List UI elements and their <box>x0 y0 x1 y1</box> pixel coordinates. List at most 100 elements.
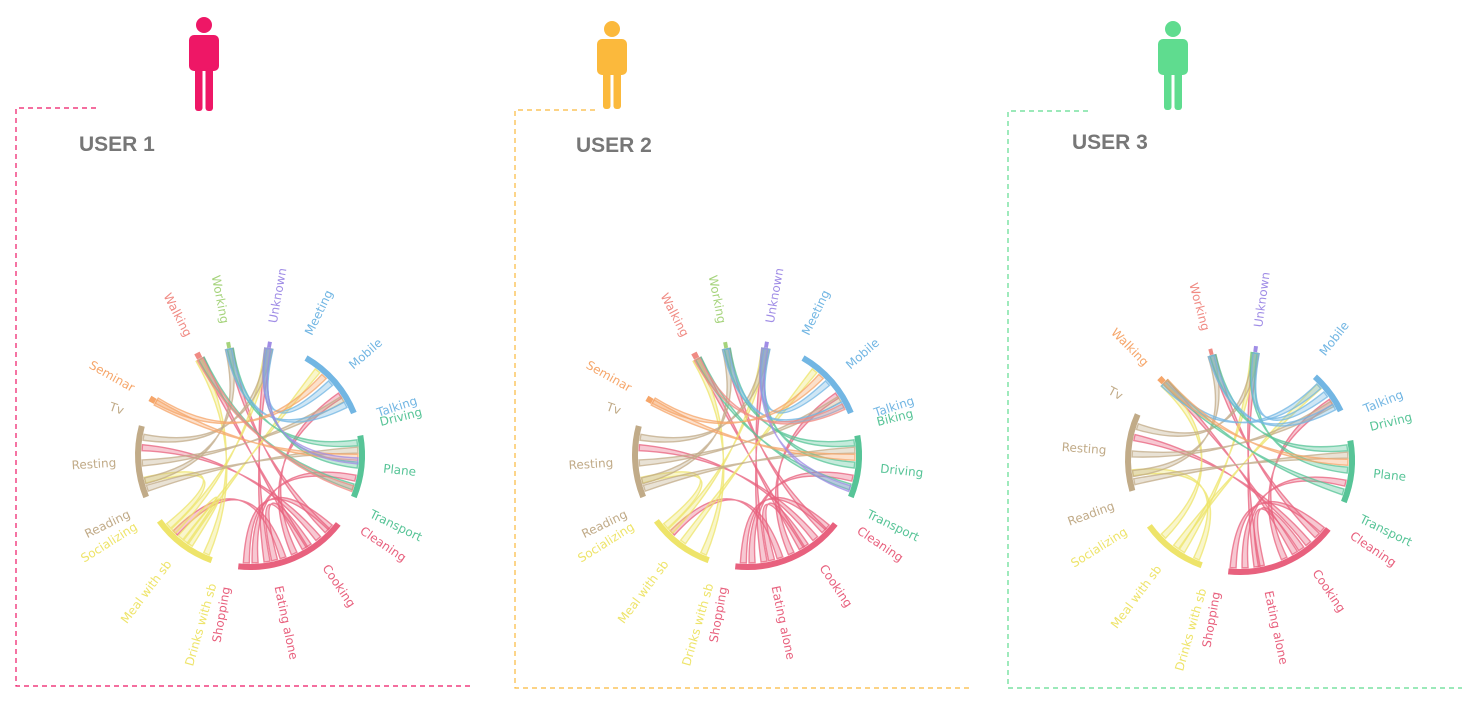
category-label: Working <box>706 274 729 325</box>
chord-ribbon <box>263 347 334 414</box>
chord-ribbon <box>638 443 819 542</box>
group-arc-social <box>653 519 710 564</box>
user-panel-1: USER 1 Walking Working Unknown MeetingMobil… <box>15 17 472 687</box>
group-arc-seminar <box>148 395 157 404</box>
group-arc-working <box>723 341 729 349</box>
group-arc-mobile <box>1312 374 1344 413</box>
category-label: Unknown <box>1251 271 1273 328</box>
group-arc-seminar <box>645 395 654 404</box>
category-label: Meeting <box>302 288 336 338</box>
chord-ribbon <box>642 446 856 493</box>
chord-ribbon <box>197 356 355 491</box>
category-label: Tv <box>107 399 126 417</box>
group-arc-transport <box>351 435 365 499</box>
category-label: Meal with sb <box>118 558 175 627</box>
group-arc-home <box>1125 413 1141 492</box>
chord-ribbon <box>693 356 846 425</box>
category-label: Eating alone <box>272 585 301 661</box>
category-label: Meal with sb <box>1108 563 1165 632</box>
group-arc-social <box>1146 524 1203 569</box>
chord-ribbon <box>145 446 359 493</box>
group-arc-home <box>135 425 149 499</box>
group-arc-chores <box>237 522 341 570</box>
category-label: Plane <box>1373 467 1407 484</box>
chord-ribbon <box>1250 352 1329 422</box>
chord-ribbon <box>1162 378 1349 467</box>
category-label: Resting <box>1061 440 1107 457</box>
category-label: Walking <box>161 291 195 339</box>
category-label: Mobile <box>843 336 882 372</box>
group-arc-home <box>632 425 646 499</box>
chord-ribbon <box>242 497 334 564</box>
chord-ribbon <box>224 347 348 423</box>
category-label: Cooking <box>1310 567 1349 615</box>
group-arc-unknown <box>764 341 769 349</box>
chord-ribbon <box>1209 353 1349 453</box>
chord-ribbon <box>264 502 313 562</box>
chord-ribbon <box>226 347 359 448</box>
group-arc-chores <box>1227 527 1331 575</box>
ribbon-layer <box>638 347 856 564</box>
group-arc-walking <box>691 351 700 360</box>
group-arc-unknown <box>1253 345 1258 353</box>
chord-ribbon <box>141 443 322 542</box>
chord-ribbon <box>721 347 845 423</box>
group-arc-social <box>156 519 213 564</box>
user-title: USER 3 <box>1072 131 1148 154</box>
chord-ribbon <box>177 496 220 548</box>
category-label: Eating alone <box>769 585 798 661</box>
category-label: Seminar <box>87 358 137 395</box>
chord-ribbon <box>1207 354 1337 427</box>
category-label: Plane <box>383 462 417 479</box>
chord-ribbon <box>761 502 810 562</box>
user-title: USER 1 <box>79 133 155 156</box>
chord-ribbon <box>739 497 831 564</box>
ribbon-layer <box>141 347 359 564</box>
category-label: Mobile <box>1317 319 1352 359</box>
ribbon-layer <box>1131 351 1349 569</box>
group-arc-chores <box>734 522 838 570</box>
category-label: Cooking <box>817 562 856 610</box>
category-label: Meeting <box>799 288 833 338</box>
category-label: Cooking <box>320 562 359 610</box>
chord-ribbon <box>154 373 328 425</box>
category-label: Meal with sb <box>615 558 672 627</box>
category-label: Unknown <box>266 267 289 324</box>
group-arc-transport <box>848 435 862 499</box>
category-label: Seminar <box>584 358 634 395</box>
group-arc-walking <box>194 351 203 360</box>
chord-ribbon <box>1241 476 1347 569</box>
chord-ribbon <box>1132 433 1312 547</box>
chord-ribbon <box>759 347 852 493</box>
category-label: Working <box>209 274 232 325</box>
group-arc-working <box>1208 348 1214 356</box>
chord-ribbon <box>650 398 856 462</box>
group-arc-walking <box>1157 375 1166 385</box>
panel-border <box>514 109 972 689</box>
chord-ribbon <box>694 356 852 491</box>
group-arc-mobile <box>801 355 854 415</box>
chord-ribbon <box>723 347 856 448</box>
chord-ribbon <box>1229 500 1326 569</box>
group-arc-mobile <box>304 355 357 415</box>
category-label: Socializing <box>1068 525 1130 571</box>
chord-ribbon <box>251 471 357 564</box>
person-icon <box>189 17 219 111</box>
panel-border <box>15 107 472 687</box>
category-label: Mobile <box>346 336 385 372</box>
category-label: Resting <box>71 456 116 473</box>
panel-border <box>1007 110 1462 689</box>
category-label: Tv <box>1105 383 1125 403</box>
user-title: USER 2 <box>576 134 652 157</box>
chord-ribbon <box>1253 507 1305 568</box>
group-arc-working <box>226 341 232 349</box>
category-label: Tv <box>604 399 623 417</box>
category-label: Unknown <box>763 267 786 324</box>
group-arc-transport <box>1341 440 1355 504</box>
